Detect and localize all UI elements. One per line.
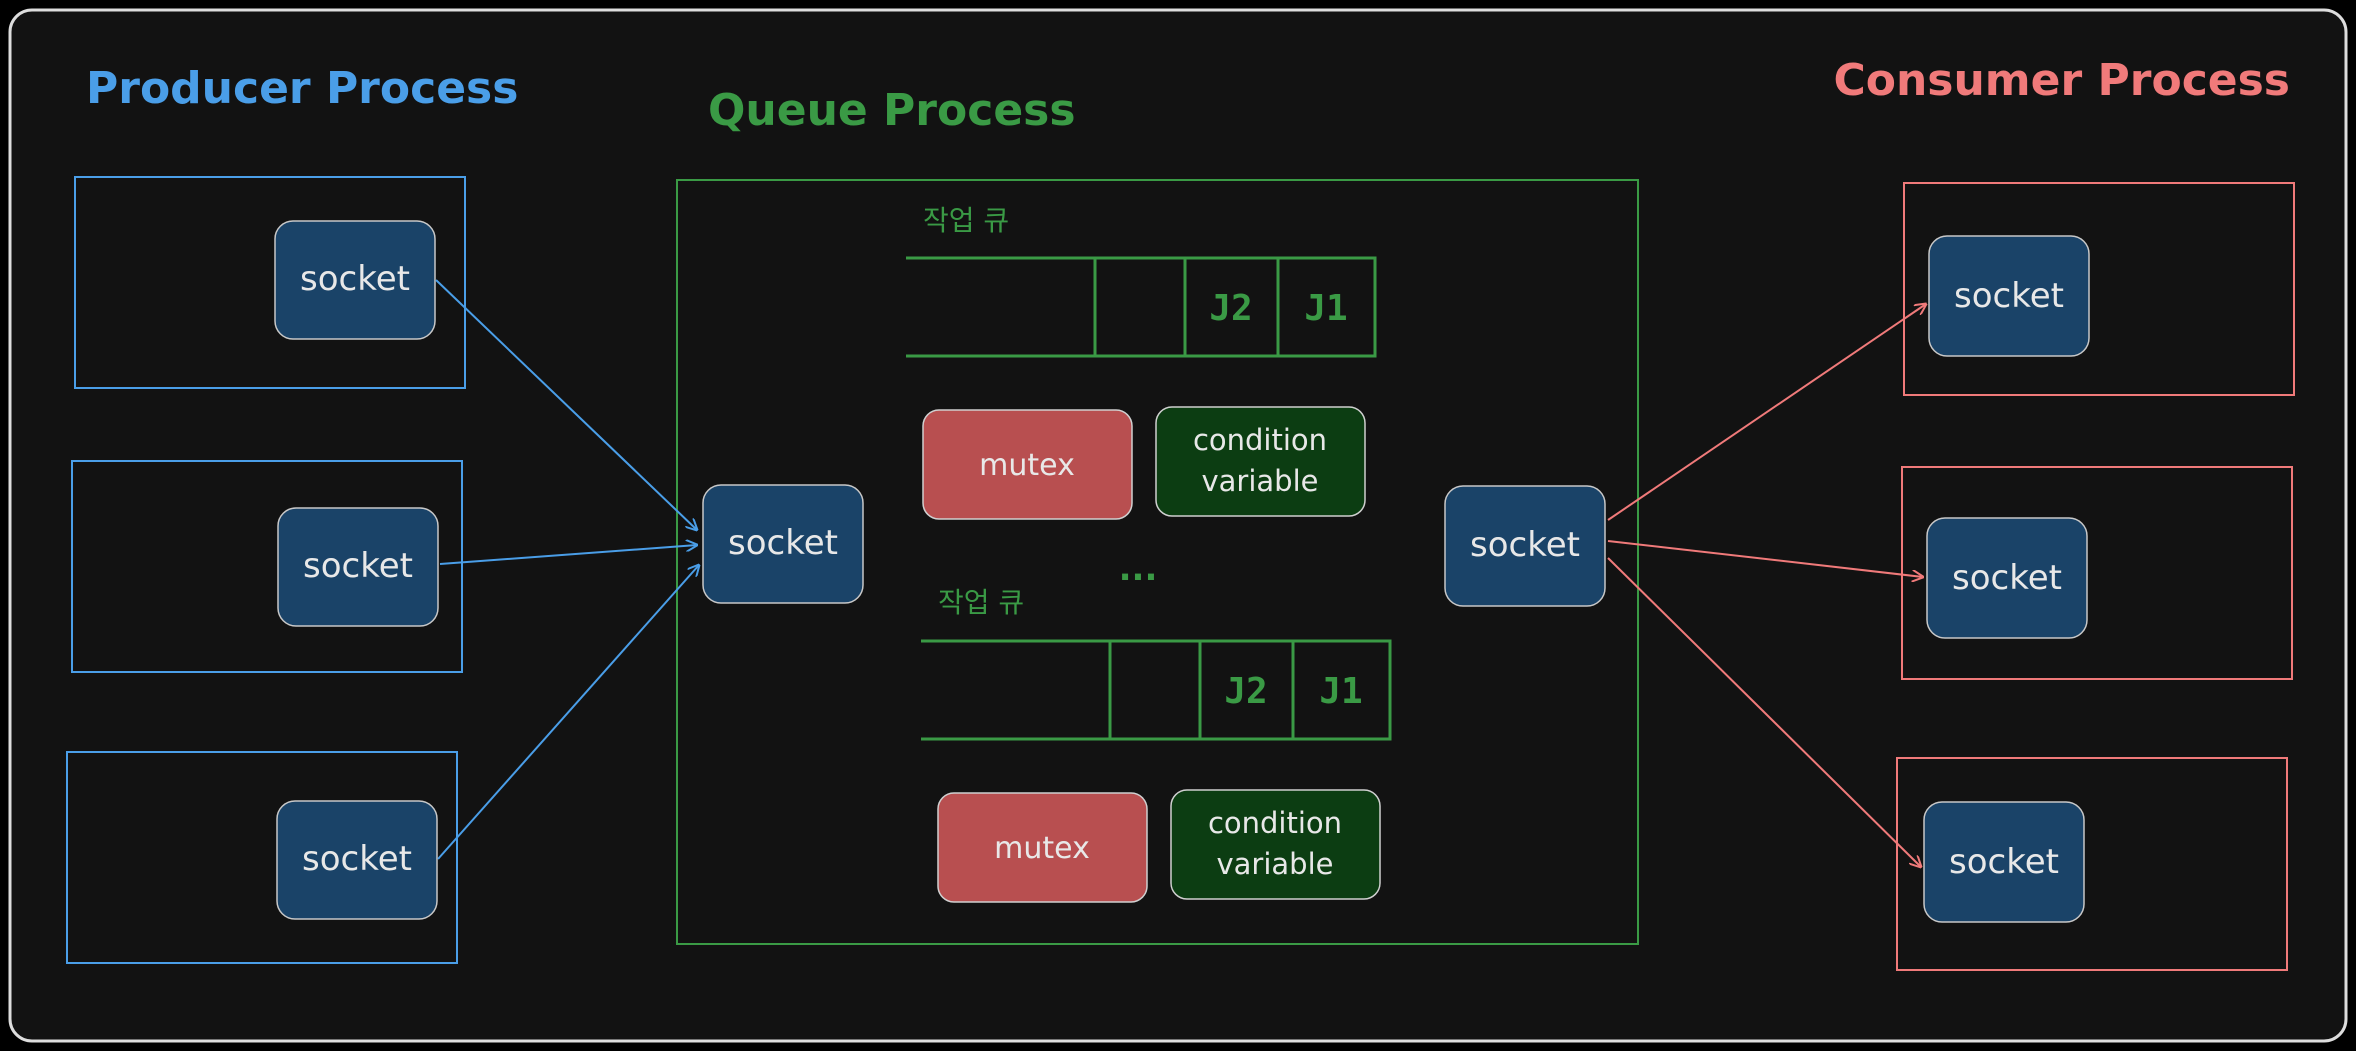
- job-queue-2: 작업 큐 J2 J1: [921, 586, 1392, 741]
- consumer-box-3: socket: [1896, 757, 2288, 971]
- arrow-producer-1-to-queue: [435, 279, 697, 530]
- job-queue-label: 작업 큐: [923, 204, 1009, 237]
- producer-socket-2[interactable]: [277, 507, 439, 627]
- condition-variable-box-1: [1155, 406, 1366, 517]
- condition-label-line1: condition: [1208, 806, 1342, 840]
- socket-label: socket: [1949, 842, 2059, 882]
- job-queue-label: 작업 큐: [938, 586, 1024, 619]
- consumer-socket-1[interactable]: [1928, 235, 2090, 357]
- ellipsis: ...: [1119, 549, 1158, 589]
- socket-label: socket: [300, 259, 410, 299]
- condition-variable-box-2: [1170, 789, 1381, 900]
- queue-process-box: [676, 179, 1639, 945]
- outer-frame: [8, 8, 2348, 1043]
- socket-label: socket: [1954, 276, 2064, 316]
- socket-label: socket: [302, 839, 412, 879]
- socket-label: socket: [1952, 558, 2062, 598]
- queue-inbound-socket[interactable]: [702, 484, 864, 604]
- producer-title: Producer Process: [86, 63, 518, 114]
- arrow-producer-2-to-queue: [439, 545, 697, 565]
- consumer-socket-2[interactable]: [1926, 517, 2088, 639]
- socket-label: socket: [303, 546, 413, 586]
- consumer-socket-3[interactable]: [1923, 801, 2085, 923]
- condition-label-line2: variable: [1202, 464, 1319, 498]
- condition-label-line1: condition: [1193, 423, 1327, 457]
- mutex-box-2: [937, 792, 1148, 903]
- condition-label-line2: variable: [1217, 847, 1334, 881]
- producer-box-3: socket: [66, 751, 458, 964]
- consumer-title: Consumer Process: [1833, 55, 2290, 106]
- arrow-producer-3-to-queue: [437, 565, 699, 860]
- queue-cell-j2: J2: [1209, 288, 1252, 329]
- queue-cell-j2: J2: [1224, 671, 1267, 712]
- socket-label: socket: [728, 523, 838, 563]
- job-queue-1: 작업 큐 J2 J1: [906, 204, 1377, 358]
- producer-box-2: socket: [71, 460, 463, 673]
- producer-socket-1[interactable]: [274, 220, 436, 340]
- producer-socket-3[interactable]: [276, 800, 438, 920]
- queue-outbound-socket[interactable]: [1444, 485, 1606, 607]
- queue-title: Queue Process: [708, 85, 1076, 136]
- producer-box-1: socket: [74, 176, 466, 389]
- arrow-queue-to-consumer-2: [1607, 540, 1923, 577]
- mutex-label: mutex: [979, 448, 1075, 483]
- socket-label: socket: [1470, 525, 1580, 565]
- queue-cell-j1: J1: [1304, 288, 1347, 329]
- arrow-queue-to-consumer-1: [1607, 304, 1926, 521]
- consumer-box-1: socket: [1903, 182, 2295, 396]
- mutex-box-1: [922, 409, 1133, 520]
- arrow-queue-to-consumer-3: [1607, 557, 1921, 867]
- consumer-box-2: socket: [1901, 466, 2293, 680]
- mutex-label: mutex: [994, 831, 1090, 866]
- queue-cell-j1: J1: [1319, 671, 1362, 712]
